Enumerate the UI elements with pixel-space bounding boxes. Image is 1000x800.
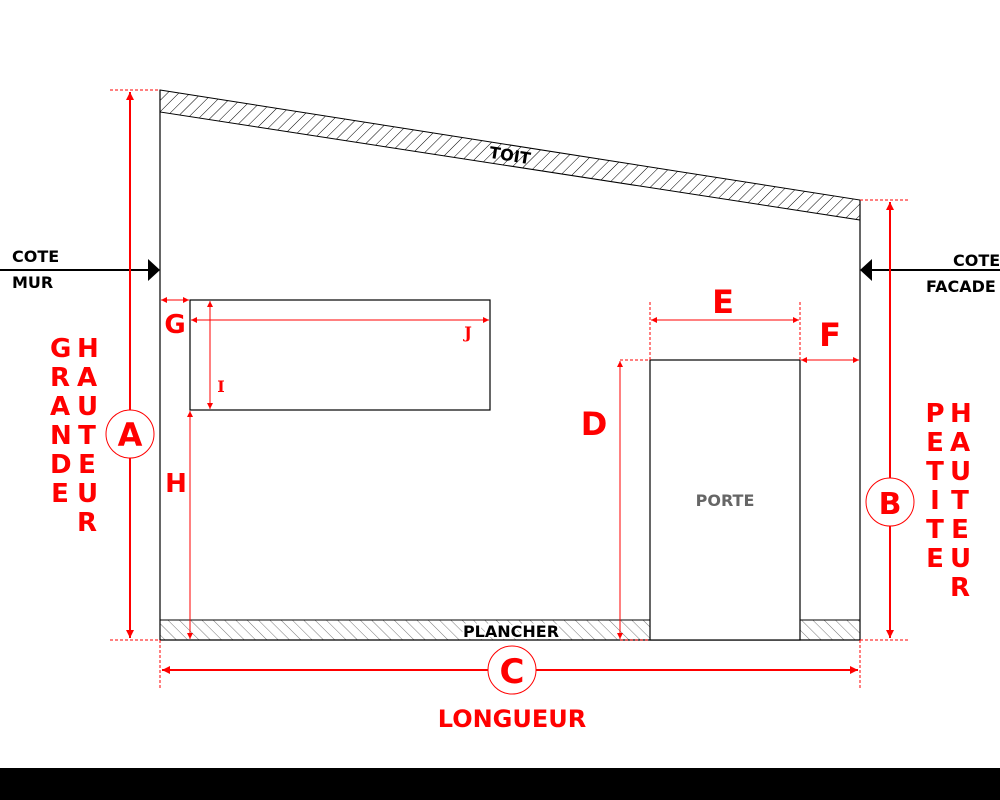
door xyxy=(649,359,801,641)
dimension-e-label: E xyxy=(712,283,734,321)
big-height-word-grande: GRANDE xyxy=(50,334,72,509)
dimension-b-label: B xyxy=(879,487,902,522)
dimension-c-label: C xyxy=(500,652,525,692)
dimension-i-label: I xyxy=(217,377,224,396)
dimension-j-label: J xyxy=(462,323,472,342)
dimension-d-label: D xyxy=(581,405,608,443)
dimension-g-label: G xyxy=(164,310,185,340)
dimension-h-label: H xyxy=(165,469,187,499)
floor-label: PLANCHER xyxy=(463,622,559,641)
dimension-a-label: A xyxy=(118,416,143,454)
door-label: PORTE xyxy=(696,491,755,510)
dimension-f-label: F xyxy=(819,316,841,354)
wall-side-label-1: COTE xyxy=(12,247,59,266)
floor-left xyxy=(159,619,651,641)
wall-side-label-2: MUR xyxy=(12,273,53,292)
roof-label: TOIT xyxy=(488,143,532,168)
big-height-word-hauteur: HAUTEUR xyxy=(77,334,99,538)
floor-right xyxy=(799,619,861,641)
facade-side-label-2: FACADE xyxy=(926,277,996,296)
window xyxy=(189,299,491,411)
bottom-bar xyxy=(0,768,1000,800)
facade-side-label-1: COTE xyxy=(953,251,1000,270)
length-label: LONGUEUR xyxy=(438,705,586,733)
small-height-word-petite: PETITE xyxy=(925,399,945,574)
small-height-word-hauteur: HAUTEUR xyxy=(950,399,972,603)
